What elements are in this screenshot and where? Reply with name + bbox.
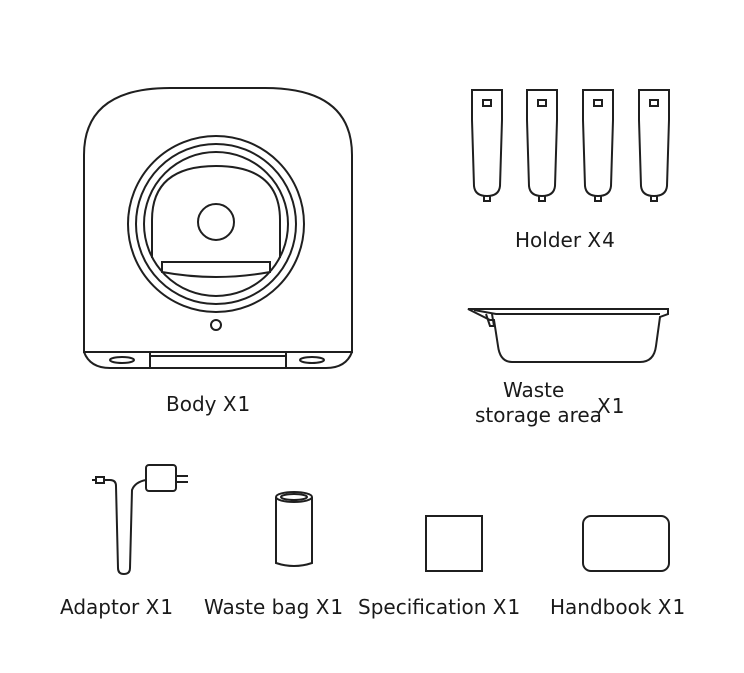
holder-clip	[582, 89, 614, 202]
holder-clip	[638, 89, 670, 202]
holder-label: Holder	[515, 228, 582, 252]
holder-clip	[471, 89, 503, 202]
adaptor-label: Adaptor	[60, 595, 140, 619]
body-qty: X1	[222, 392, 252, 416]
specification-qty: X1	[492, 595, 522, 619]
holder-clip	[526, 89, 558, 202]
waste-storage-label-line2: storage area	[475, 403, 602, 427]
body-label: Body	[166, 392, 217, 416]
waste-bag-qty: X1	[315, 595, 345, 619]
adaptor-qty: X1	[145, 595, 175, 619]
specification-label: Specification	[358, 595, 487, 619]
waste-storage-label-line1: Waste	[503, 378, 565, 402]
handbook-label: Handbook	[550, 595, 652, 619]
holder-qty: X4	[587, 228, 616, 252]
handbook-qty: X1	[657, 595, 687, 619]
waste-storage-qty: X1	[597, 394, 626, 418]
waste-bag-label: Waste bag	[204, 595, 310, 619]
